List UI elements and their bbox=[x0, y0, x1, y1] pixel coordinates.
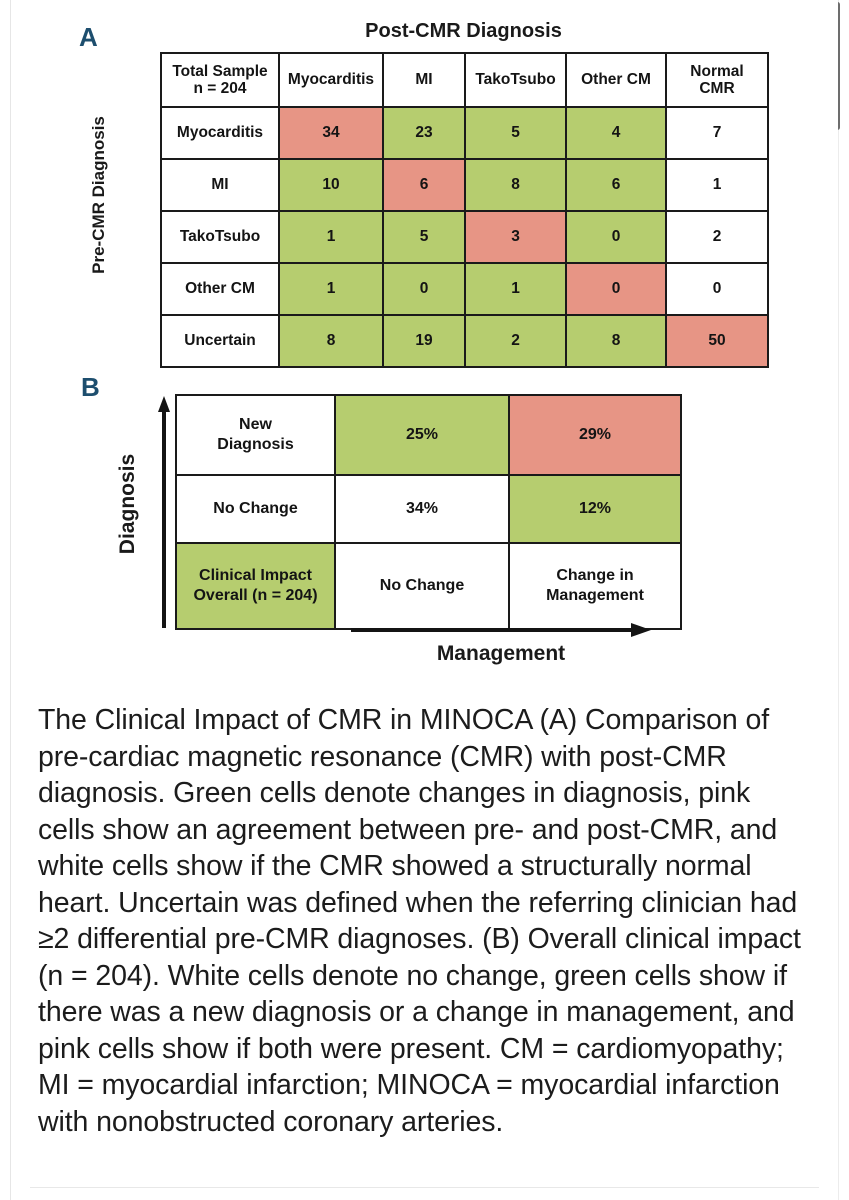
cell-line-2: Management bbox=[546, 587, 644, 604]
figure-image: A Post-CMR Diagnosis Pre-CMR Diagnosis T… bbox=[11, 0, 838, 690]
column-header-other-cm: Other CM bbox=[565, 52, 667, 108]
cell-line-2: Diagnosis bbox=[217, 436, 294, 453]
row-header-uncertain: Uncertain bbox=[160, 314, 280, 368]
table-row: New Diagnosis 25% 29% bbox=[175, 394, 682, 476]
pre-post-cmr-matrix: Total Sample n = 204 Myocarditis MI Tako… bbox=[160, 52, 769, 368]
row-header-takotsubo: TakoTsubo bbox=[160, 210, 280, 264]
row-header-other-cm: Other CM bbox=[160, 262, 280, 316]
page-left-border bbox=[10, 0, 11, 1200]
cell-line-1: Change in bbox=[556, 567, 634, 584]
column-header-mi: MI bbox=[382, 52, 466, 108]
clinical-impact-matrix: New Diagnosis 25% 29% No Change 34% 12% … bbox=[175, 394, 682, 630]
corner-line-1: Total Sample bbox=[172, 62, 268, 80]
column-header-line-1: MI bbox=[415, 71, 433, 89]
column-header-line-2: CMR bbox=[699, 80, 735, 97]
footer-divider bbox=[30, 1187, 819, 1188]
matrix-cell: 23 bbox=[382, 106, 466, 160]
column-header-line-1: TakoTsubo bbox=[475, 71, 556, 89]
table-row: Myocarditis 34 23 5 4 7 bbox=[160, 106, 769, 160]
matrix-cell: 7 bbox=[665, 106, 769, 160]
matrix-cell: 5 bbox=[382, 210, 466, 264]
matrix-cell: 4 bbox=[565, 106, 667, 160]
column-header-line-1: Other CM bbox=[581, 71, 651, 89]
impact-cell: 29% bbox=[508, 394, 682, 476]
matrix-cell: 8 bbox=[278, 314, 384, 368]
matrix-corner-cell: Total Sample n = 204 bbox=[160, 52, 280, 108]
management-axis-arrow bbox=[351, 623, 651, 637]
table-row: Clinical Impact Overall (n = 204) No Cha… bbox=[175, 542, 682, 630]
cell-line-1: New bbox=[239, 416, 272, 433]
panel-a-letter: A bbox=[79, 22, 98, 52]
matrix-cell: 5 bbox=[464, 106, 567, 160]
column-header-takotsubo: TakoTsubo bbox=[464, 52, 567, 108]
impact-row-label-new-diagnosis: New Diagnosis bbox=[175, 394, 336, 476]
matrix-cell: 8 bbox=[565, 314, 667, 368]
cell-line-1: Clinical Impact bbox=[199, 567, 312, 584]
matrix-cell: 10 bbox=[278, 158, 384, 212]
impact-col-label-no-change: No Change bbox=[334, 542, 510, 630]
panel-a-title: Post-CMR Diagnosis bbox=[365, 20, 562, 42]
diagnosis-axis-arrow bbox=[158, 396, 170, 628]
table-header-row: Total Sample n = 204 Myocarditis MI Tako… bbox=[160, 52, 769, 108]
matrix-cell: 8 bbox=[464, 158, 567, 212]
cell-line-2: Overall (n = 204) bbox=[193, 587, 318, 604]
panel-b-y-axis-label: Diagnosis bbox=[116, 453, 139, 555]
matrix-cell: 19 bbox=[382, 314, 466, 368]
matrix-cell: 34 bbox=[278, 106, 384, 160]
row-header-myocarditis: Myocarditis bbox=[160, 106, 280, 160]
matrix-cell: 6 bbox=[565, 158, 667, 212]
table-row: MI 10 6 8 6 1 bbox=[160, 158, 769, 212]
column-header-line-1: Myocarditis bbox=[287, 71, 375, 89]
matrix-cell: 1 bbox=[278, 262, 384, 316]
figure-caption: The Clinical Impact of CMR in MINOCA (A)… bbox=[38, 704, 801, 1138]
matrix-cell: 0 bbox=[565, 210, 667, 264]
corner-line-2: n = 204 bbox=[193, 80, 247, 97]
impact-cell: 12% bbox=[508, 474, 682, 544]
matrix-cell: 2 bbox=[464, 314, 567, 368]
impact-row-label-no-change: No Change bbox=[175, 474, 336, 544]
panel-b-letter: B bbox=[81, 372, 100, 402]
matrix-cell: 0 bbox=[665, 262, 769, 316]
matrix-cell: 1 bbox=[278, 210, 384, 264]
impact-cell: 25% bbox=[334, 394, 510, 476]
matrix-cell: 1 bbox=[464, 262, 567, 316]
panel-b-x-axis-label: Management bbox=[436, 642, 566, 665]
column-header-myocarditis: Myocarditis bbox=[278, 52, 384, 108]
table-row: No Change 34% 12% bbox=[175, 474, 682, 544]
row-header-mi: MI bbox=[160, 158, 280, 212]
matrix-cell: 1 bbox=[665, 158, 769, 212]
table-row: TakoTsubo 1 5 3 0 2 bbox=[160, 210, 769, 264]
scrollbar-track[interactable] bbox=[835, 0, 845, 1200]
column-header-normal-cmr: Normal CMR bbox=[665, 52, 769, 108]
table-row: Uncertain 8 19 2 8 50 bbox=[160, 314, 769, 368]
matrix-cell: 50 bbox=[665, 314, 769, 368]
impact-cell: 34% bbox=[334, 474, 510, 544]
panel-a-y-axis-label: Pre-CMR Diagnosis bbox=[89, 116, 108, 274]
matrix-cell: 3 bbox=[464, 210, 567, 264]
matrix-cell: 0 bbox=[382, 262, 466, 316]
matrix-cell: 2 bbox=[665, 210, 769, 264]
table-row: Other CM 1 0 1 0 0 bbox=[160, 262, 769, 316]
matrix-cell: 6 bbox=[382, 158, 466, 212]
page-right-border bbox=[838, 0, 839, 1200]
column-header-line-1: Normal bbox=[690, 62, 744, 80]
matrix-cell: 0 bbox=[565, 262, 667, 316]
impact-overall-label: Clinical Impact Overall (n = 204) bbox=[175, 542, 336, 630]
impact-col-label-change-in-management: Change in Management bbox=[508, 542, 682, 630]
